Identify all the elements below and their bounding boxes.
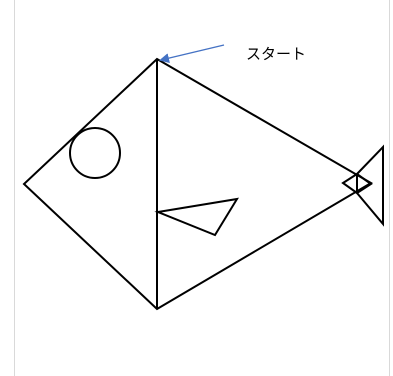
- fin-triangle: [154, 197, 239, 237]
- fish-body-outline: [22, 57, 373, 311]
- start-arrow: [159, 44, 225, 64]
- eye-circle: [69, 127, 121, 179]
- tail-join-diamond: [341, 172, 373, 195]
- tail-triangle: [356, 144, 384, 227]
- start-label: スタート: [246, 45, 306, 63]
